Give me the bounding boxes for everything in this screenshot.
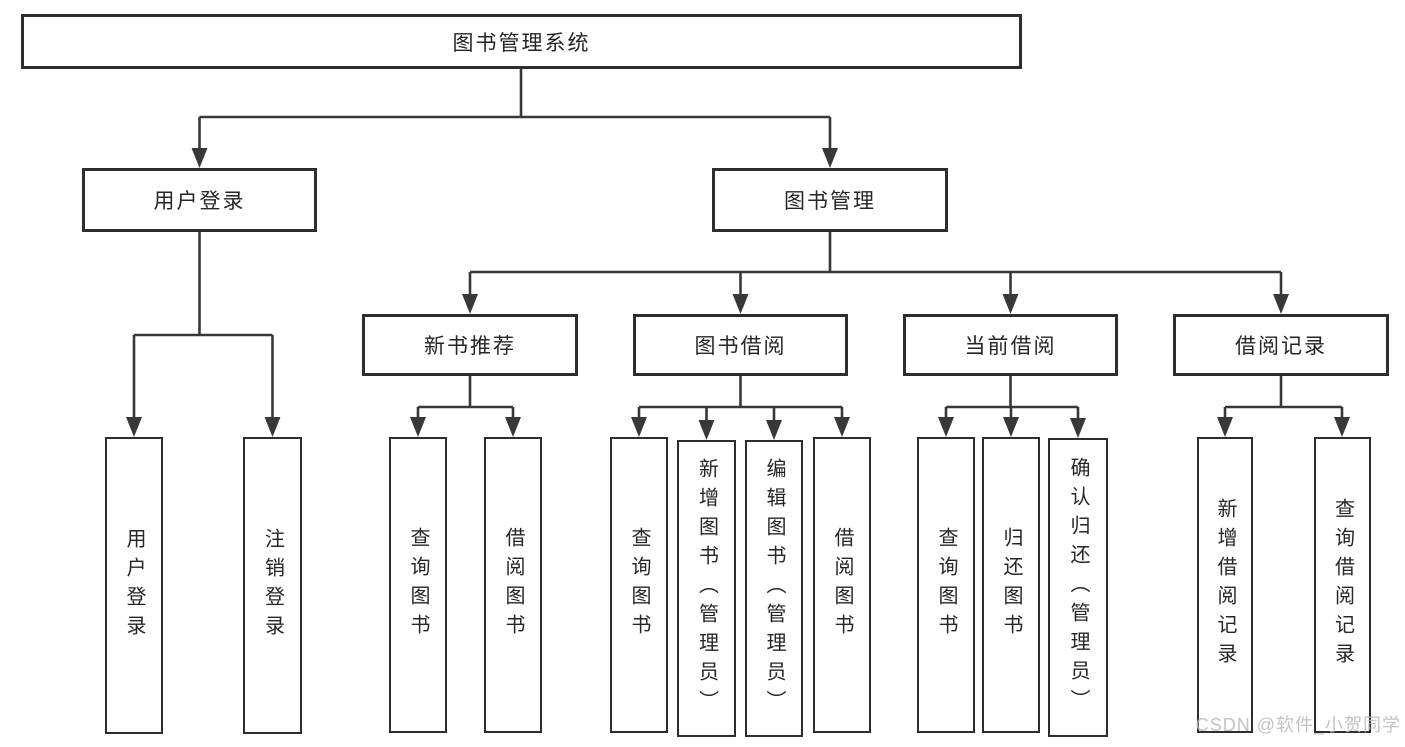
leaf-br-add-record-label: 新增借阅记录 (1214, 498, 1236, 672)
node-borrow-records-label: 借阅记录 (1235, 335, 1327, 358)
leaf-cb-query-book: 查询图书 (917, 437, 975, 733)
node-current-borrowing: 当前借阅 (903, 314, 1118, 376)
node-user-login-group: 用户登录 (82, 168, 317, 232)
leaf-bb-query-book: 查询图书 (610, 437, 668, 733)
arrowhead (1003, 417, 1019, 437)
leaf-cb-confirm-return-label: 确认归还（管理员） (1067, 457, 1089, 718)
node-book-borrowing-label: 图书借阅 (694, 335, 787, 358)
arrowhead (834, 417, 850, 437)
leaf-user-login-label: 用户登录 (123, 527, 145, 644)
leaf-nb-borrow-book-label: 借阅图书 (502, 527, 524, 643)
arrowheads (126, 148, 1350, 440)
node-root: 图书管理系统 (21, 14, 1022, 69)
arrowhead (1334, 417, 1350, 437)
node-current-borrowing-label: 当前借阅 (964, 335, 1057, 358)
leaf-bb-borrow-book-label: 借阅图书 (831, 527, 853, 643)
leaf-bb-borrow-book: 借阅图书 (813, 437, 871, 733)
leaf-bb-query-book-label: 查询图书 (628, 527, 650, 643)
leaf-nb-query-book-label: 查询图书 (407, 527, 429, 643)
leaf-nb-borrow-book: 借阅图书 (484, 437, 542, 733)
node-borrow-records: 借阅记录 (1173, 314, 1389, 376)
leaf-cb-confirm-return: 确认归还（管理员） (1048, 438, 1108, 737)
arrowhead (698, 420, 715, 440)
arrowhead (505, 417, 521, 437)
arrowhead (264, 417, 281, 437)
leaf-bb-add-book-label: 新增图书（管理员） (695, 458, 718, 719)
arrowhead (822, 148, 838, 168)
leaf-br-query-record-label: 查询借阅记录 (1331, 498, 1354, 672)
node-user-login-group-label: 用户登录 (153, 190, 246, 213)
arrowhead (1217, 417, 1233, 437)
leaf-logout-label: 注销登录 (261, 527, 284, 644)
node-root-label: 图书管理系统 (452, 31, 591, 55)
leaf-cb-query-book-label: 查询图书 (935, 527, 957, 643)
leaf-cb-return-book-label: 归还图书 (1000, 527, 1022, 643)
leaf-bb-add-book: 新增图书（管理员） (677, 440, 736, 737)
leaf-cb-return-book: 归还图书 (982, 437, 1040, 733)
leaf-bb-edit-book-label: 编辑图书（管理员） (763, 458, 785, 719)
leaf-logout: 注销登录 (243, 437, 302, 734)
leaf-bb-edit-book: 编辑图书（管理员） (745, 440, 803, 737)
csdn-watermark: CSDN @软件_小贺同学 (1195, 715, 1401, 735)
leaf-br-add-record: 新增借阅记录 (1197, 437, 1253, 733)
node-new-book-recommend: 新书推荐 (362, 314, 578, 376)
arrowhead (1070, 418, 1086, 438)
leaf-br-query-record: 查询借阅记录 (1314, 437, 1371, 733)
arrowhead (938, 417, 954, 437)
connector-path (132, 69, 1344, 424)
node-new-book-recommend-label: 新书推荐 (424, 335, 516, 358)
arrowhead (732, 294, 749, 314)
node-book-management: 图书管理 (712, 168, 948, 232)
node-book-borrowing: 图书借阅 (633, 314, 848, 376)
arrowhead (191, 148, 208, 168)
arrowhead (1273, 294, 1289, 314)
arrowhead (462, 294, 478, 314)
node-book-management-label: 图书管理 (784, 190, 876, 213)
arrowhead (126, 417, 142, 437)
leaf-user-login: 用户登录 (105, 437, 163, 734)
arrowhead (631, 417, 647, 437)
leaf-nb-query-book: 查询图书 (389, 437, 447, 733)
arrowhead (1002, 294, 1019, 314)
arrowhead (410, 417, 426, 437)
arrowhead (766, 420, 782, 440)
